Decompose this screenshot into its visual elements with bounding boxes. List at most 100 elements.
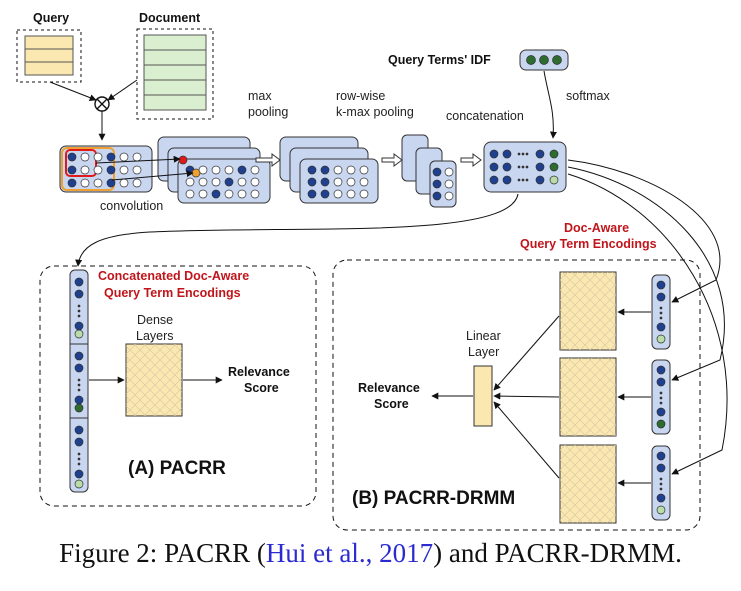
relevance-score-b-2: Score <box>374 397 409 411</box>
matrix-cell-dot <box>106 152 116 162</box>
matrix-cell-dot <box>307 165 317 175</box>
caption-citation-link[interactable]: Hui et al., 2017 <box>265 538 434 568</box>
matrix-cell-dot <box>659 477 663 481</box>
matrix-cell-dot <box>656 292 666 302</box>
drmm-dense-block-3 <box>559 444 617 524</box>
matrix-cell-dot <box>432 191 442 201</box>
matrix-cell-dot <box>74 363 84 373</box>
matrix-cell-dot <box>307 177 317 187</box>
caption-prefix: Figure 2: <box>59 538 165 568</box>
matrix-cell-dot <box>656 451 666 461</box>
matrix-cell-dot <box>250 177 260 187</box>
matrix-cell-dot <box>77 457 81 461</box>
matrix-cell-dot <box>659 401 663 405</box>
relevance-score-a-2: Score <box>244 381 279 395</box>
matrix-cell-dot <box>444 179 454 189</box>
matrix-cell-dot <box>656 280 666 290</box>
matrix-cell-dot <box>77 378 81 382</box>
matrix-cell-dot <box>93 165 103 175</box>
matrix-cell-dot <box>67 152 77 162</box>
matrix-cell-dot <box>333 165 343 175</box>
matrix-cell-dot <box>106 178 116 188</box>
matrix-cell-dot <box>502 175 512 185</box>
matrix-cell-dot <box>93 152 103 162</box>
matrix-cell-dot <box>521 165 525 169</box>
matrix-cell-dot <box>320 165 330 175</box>
max-pooling-arrow <box>255 153 281 167</box>
linear-layer-box <box>473 365 493 427</box>
dense-1-to-linear-arrow <box>493 315 560 391</box>
matrix-cell-dot <box>211 165 221 175</box>
matrix-cell-dot <box>359 165 369 175</box>
matrix-cell-dot <box>74 329 84 339</box>
matrix-cell-dot <box>132 165 142 175</box>
matrix-cell-dot <box>521 178 525 182</box>
matrix-cell-dot <box>489 162 499 172</box>
matrix-cell-dot <box>549 149 559 159</box>
matrix-cell-dot <box>119 152 129 162</box>
matrix-cell-dot <box>535 175 545 185</box>
max-pooled-maps <box>279 136 379 204</box>
matrix-cell-dot <box>535 162 545 172</box>
matrix-cell-dot <box>237 177 247 187</box>
matrix-cell-dot <box>80 178 90 188</box>
dense-label-2: Layers <box>136 329 174 343</box>
matrix-cell-dot <box>656 334 666 344</box>
matrix-cell-dot <box>320 177 330 187</box>
matrix-cell-dot <box>185 177 195 187</box>
matrix-cell-dot <box>659 482 663 486</box>
concatenated-encodings-vector <box>69 269 89 493</box>
document-to-product-arrow <box>107 79 138 101</box>
matrix-cell-dot <box>74 403 84 413</box>
matrix-cell-dot <box>656 419 666 429</box>
matrix-cell-dot <box>224 177 234 187</box>
matrix-cell-dot <box>74 395 84 405</box>
matrix-cell-dot <box>77 452 81 456</box>
matrix-cell-dot <box>525 165 529 169</box>
kmax-label-2: k-max pooling <box>336 105 414 119</box>
matrix-cell-dot <box>77 304 81 308</box>
document-box <box>136 28 214 120</box>
matrix-cell-dot <box>307 189 317 199</box>
matrix-cell-dot <box>211 177 221 187</box>
concat-doc-aware-label-2: Query Term Encodings <box>104 286 241 300</box>
matrix-cell-dot <box>77 309 81 313</box>
matrix-cell-dot <box>489 149 499 159</box>
matrix-cell-dot <box>656 407 666 417</box>
matrix-cell-dot <box>517 165 521 169</box>
matrix-cell-dot <box>656 463 666 473</box>
matrix-cell-dot <box>659 316 663 320</box>
idf-softmax-arrow <box>543 70 557 139</box>
matrix-cell-dot <box>346 189 356 199</box>
matrix-cell-dot <box>320 189 330 199</box>
matrix-cell-dot <box>106 165 116 175</box>
matrix-cell-dot <box>198 189 208 199</box>
matrix-cell-dot <box>237 189 247 199</box>
outer-product-icon <box>94 96 110 112</box>
matrix-cell-dot <box>250 165 260 175</box>
matrix-cell-dot <box>359 177 369 187</box>
orange-conv-arrow <box>111 170 194 181</box>
matrix-cell-dot <box>119 178 129 188</box>
matrix-cell-dot <box>659 311 663 315</box>
matrix-cell-dot <box>250 189 260 199</box>
red-filter-output <box>178 155 188 165</box>
matrix-cell-dot <box>659 306 663 310</box>
matrix-cell-dot <box>659 487 663 491</box>
concatenated-matrix <box>483 141 567 193</box>
linear-label-1: Linear <box>466 329 501 343</box>
matrix-cell-dot <box>502 149 512 159</box>
matrix-cell-dot <box>521 152 525 156</box>
matrix-cell-dot <box>656 505 666 515</box>
matrix-cell-dot <box>74 479 84 489</box>
matrix-cell-dot <box>656 377 666 387</box>
concat-to-vector-1-arrow <box>567 159 721 303</box>
matrix-cell-dot <box>656 322 666 332</box>
matrix-cell-dot <box>346 177 356 187</box>
drmm-dense-block-1 <box>559 271 617 351</box>
matrix-cell-dot <box>211 189 221 199</box>
concat-to-panel-a-arrow <box>75 193 519 267</box>
matrix-cell-dot <box>185 189 195 199</box>
